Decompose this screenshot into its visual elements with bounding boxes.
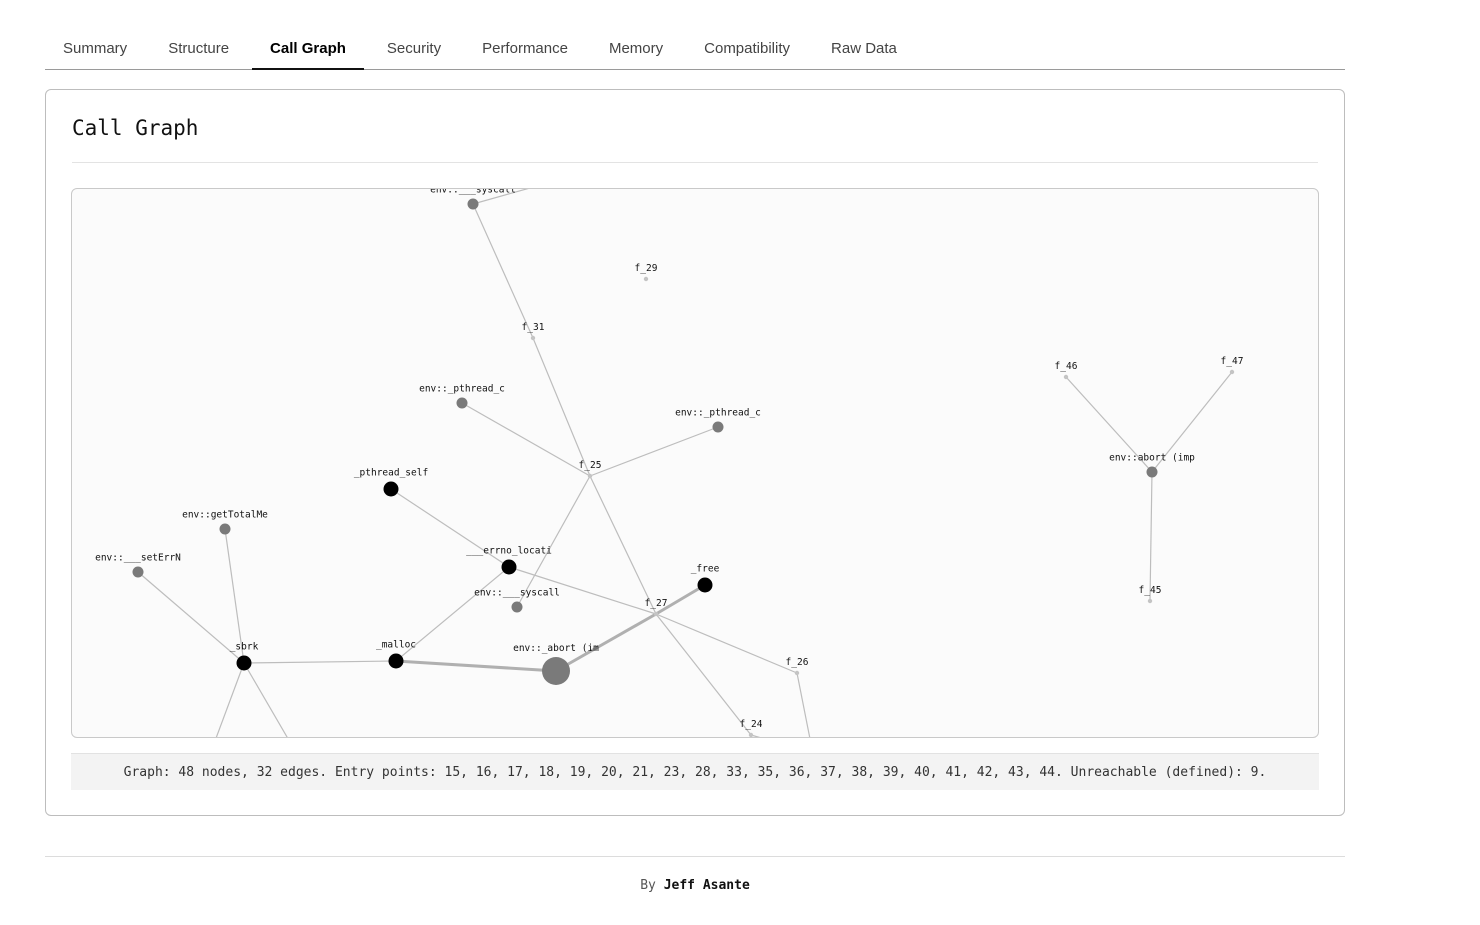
graph-node-syscall_top[interactable] bbox=[467, 198, 479, 210]
graph-node-f_46[interactable] bbox=[1063, 374, 1069, 380]
graph-edge bbox=[555, 612, 657, 673]
graph-node-abort_imp[interactable] bbox=[1146, 466, 1158, 478]
footer-author[interactable]: Jeff Asante bbox=[663, 878, 750, 893]
graph-node-label: f_47 bbox=[1221, 356, 1244, 367]
graph-edge bbox=[655, 583, 706, 616]
graph-edge bbox=[589, 475, 657, 615]
graph-node-pthread_c2[interactable] bbox=[712, 421, 724, 433]
tab-summary[interactable]: Summary bbox=[63, 40, 128, 57]
graph-node-label: env::_pthread_c bbox=[675, 408, 761, 419]
graph-node-f_24[interactable] bbox=[748, 732, 754, 737]
graph-node-label: f_25 bbox=[579, 460, 602, 471]
card-title: Call Graph bbox=[72, 116, 199, 140]
graph-node-label: f_31 bbox=[522, 322, 545, 333]
graph-edge bbox=[655, 613, 798, 674]
graph-node-sbrk[interactable] bbox=[236, 655, 252, 671]
tab-memory[interactable]: Memory bbox=[608, 40, 664, 57]
graph-node-f_29[interactable] bbox=[643, 276, 649, 282]
graph-node-label: f_29 bbox=[635, 263, 658, 274]
graph-edge bbox=[395, 566, 510, 662]
graph-node-f_27[interactable] bbox=[653, 611, 659, 617]
graph-node-setErrN[interactable] bbox=[132, 566, 144, 578]
graph-edge bbox=[508, 566, 657, 615]
graph-edge bbox=[472, 203, 534, 339]
graph-node-pthread_self[interactable] bbox=[383, 481, 399, 497]
graph-edge bbox=[461, 402, 591, 477]
graph-edge bbox=[390, 488, 510, 568]
graph-node-malloc[interactable] bbox=[388, 653, 404, 669]
graph-node-label: _free bbox=[691, 564, 720, 575]
card-divider bbox=[72, 162, 1318, 163]
graph-node-label: ___errno_locati bbox=[466, 546, 552, 557]
graph-node-label: _sbrk bbox=[230, 642, 259, 653]
graph-node-label: env::___setErrN bbox=[95, 553, 181, 564]
graph-node-errno_locati[interactable] bbox=[501, 559, 517, 575]
footer-divider bbox=[45, 856, 1345, 857]
graph-edge bbox=[516, 475, 591, 608]
graph-node-label: f_26 bbox=[786, 657, 809, 668]
graph-edge bbox=[224, 528, 245, 664]
tab-bar: Summary Structure Call Graph Security Pe… bbox=[45, 28, 1345, 70]
graph-node-label: env::_pthread_c bbox=[419, 384, 505, 395]
graph-node-label: env::___syscall bbox=[430, 189, 516, 196]
tab-structure[interactable]: Structure bbox=[168, 40, 230, 57]
graph-stats: Graph: 48 nodes, 32 edges. Entry points:… bbox=[71, 753, 1319, 790]
graph-edge bbox=[395, 659, 557, 673]
tab-raw-data[interactable]: Raw Data bbox=[831, 40, 897, 57]
graph-node-label: f_27 bbox=[645, 598, 668, 609]
graph-node-syscall_mid[interactable] bbox=[511, 601, 523, 613]
graph-node-f_31[interactable] bbox=[530, 335, 536, 341]
tab-call-graph[interactable]: Call Graph bbox=[252, 28, 364, 70]
graph-edge bbox=[532, 337, 591, 477]
graph-node-f_26[interactable] bbox=[794, 670, 800, 676]
graph-node-label: f_45 bbox=[1139, 585, 1162, 596]
footer: By Jeff Asante bbox=[0, 878, 1390, 893]
graph-edge bbox=[1151, 371, 1233, 473]
footer-by: By bbox=[640, 878, 656, 893]
graph-edge bbox=[1065, 376, 1153, 473]
tab-performance[interactable]: Performance bbox=[482, 40, 568, 57]
graph-node-label: _malloc bbox=[376, 640, 416, 651]
graph-edge-offscreen bbox=[796, 672, 811, 737]
graph-edge-offscreen bbox=[215, 662, 245, 737]
tab-security[interactable]: Security bbox=[386, 40, 442, 57]
graph-node-label: f_24 bbox=[740, 719, 763, 730]
graph-node-label: f_46 bbox=[1055, 361, 1078, 372]
graph-edge bbox=[1149, 471, 1153, 602]
graph-node-label: _pthread_self bbox=[354, 468, 428, 479]
graph-edge bbox=[243, 660, 397, 664]
graph-node-free[interactable] bbox=[697, 577, 713, 593]
graph-edge bbox=[137, 571, 245, 664]
tab-compatibility[interactable]: Compatibility bbox=[704, 40, 791, 57]
graph-edge-offscreen bbox=[472, 189, 529, 205]
graph-node-label: env::_abort (im bbox=[513, 643, 599, 654]
graph-node-abort_im[interactable] bbox=[542, 657, 570, 685]
graph-node-f_45[interactable] bbox=[1147, 598, 1153, 604]
graph-node-pthread_c1[interactable] bbox=[456, 397, 468, 409]
graph-node-label: env::getTotalMe bbox=[182, 510, 268, 521]
graph-node-label: env::abort (imp bbox=[1109, 453, 1195, 464]
graph-edge-offscreen bbox=[750, 734, 761, 737]
graph-node-f_47[interactable] bbox=[1229, 369, 1235, 375]
graph-node-f_25[interactable] bbox=[587, 473, 593, 479]
graph-edge bbox=[655, 613, 752, 736]
graph-node-label: env::___syscall bbox=[474, 588, 560, 599]
graph-edge-offscreen bbox=[243, 662, 288, 737]
graph-node-getTotalMe[interactable] bbox=[219, 523, 231, 535]
graph-edge bbox=[589, 426, 719, 477]
call-graph-svg[interactable]: env::___syscallf_29f_31env::_pthread_cen… bbox=[72, 189, 1319, 738]
